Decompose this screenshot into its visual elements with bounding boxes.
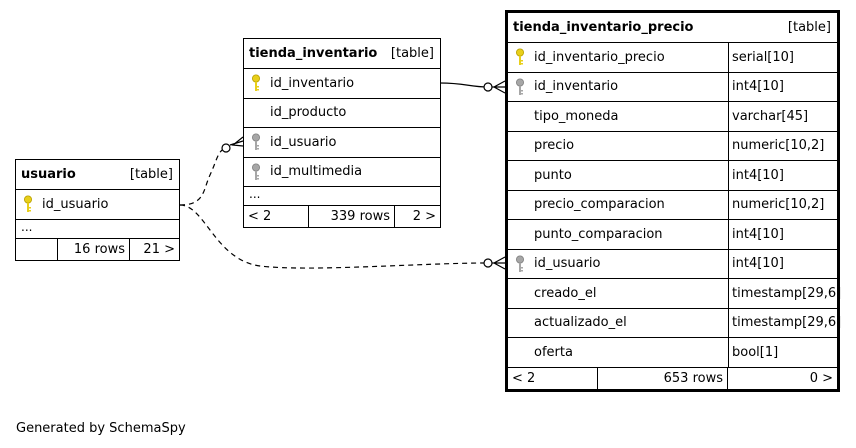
edge-crowfoot-marker: [492, 256, 506, 270]
column-name: id_producto: [270, 105, 347, 121]
table-header[interactable]: tienda_inventario_precio [table]: [508, 13, 837, 42]
column-name: id_usuario: [42, 196, 109, 212]
table-footer: < 2 653 rows 0 >: [508, 366, 837, 389]
column-type: bool[1]: [728, 338, 778, 367]
column-name: id_usuario: [270, 134, 337, 150]
column-row[interactable]: id_inventario_precio serial[10]: [508, 42, 837, 72]
column-type: int4[10]: [728, 72, 784, 101]
primary-key-icon: [516, 48, 524, 66]
column-name: precio: [534, 138, 575, 154]
more-columns-ellipsis: ...: [244, 186, 440, 205]
foreign-key-icon: [516, 255, 524, 272]
table-footer: < 2 339 rows 2 >: [244, 205, 440, 227]
table-title: tienda_inventario: [249, 46, 378, 61]
row-count: 339 rows: [308, 206, 394, 227]
edge-inventario-to-precio: [439, 82, 489, 88]
column-name: punto: [534, 167, 572, 183]
table-kind: [table]: [390, 46, 434, 61]
edge-optional-marker: [483, 82, 493, 92]
column-type: int4[10]: [728, 161, 784, 190]
foreign-key-icon: [252, 163, 260, 180]
table-kind: [table]: [129, 167, 173, 182]
table-header[interactable]: usuario [table]: [16, 160, 179, 189]
column-name: id_inventario_precio: [534, 49, 665, 65]
parents-count[interactable]: < 2: [512, 370, 536, 386]
table-header[interactable]: tienda_inventario [table]: [244, 39, 440, 68]
column-name: id_usuario: [534, 256, 601, 272]
column-row[interactable]: id_multimedia: [244, 156, 440, 187]
edge-optional-marker: [221, 143, 231, 153]
column-row[interactable]: id_usuario: [16, 189, 179, 219]
column-row[interactable]: punto int4[10]: [508, 160, 837, 190]
column-name: tipo_moneda: [534, 108, 619, 124]
column-name: oferta: [534, 344, 573, 360]
edge-usuario-to-inventario: [179, 147, 227, 206]
table-tienda-inventario-precio[interactable]: tienda_inventario_precio [table] id_inve…: [505, 10, 841, 392]
column-name: id_inventario: [534, 79, 619, 95]
table-title: tienda_inventario_precio: [513, 20, 694, 35]
column-type: varchar[45]: [728, 102, 808, 131]
column-row[interactable]: tipo_moneda varchar[45]: [508, 101, 837, 131]
column-type: timestamp[29,6]: [728, 308, 841, 337]
column-name: id_multimedia: [270, 164, 363, 180]
foreign-key-icon: [516, 78, 524, 95]
parents-count[interactable]: < 2: [248, 209, 272, 224]
children-count[interactable]: 0 >: [727, 367, 837, 389]
column-row[interactable]: precio numeric[10,2]: [508, 130, 837, 160]
column-type: int4[10]: [728, 220, 784, 249]
column-type: serial[10]: [728, 43, 794, 72]
edge-optional-marker: [483, 258, 493, 268]
column-row[interactable]: id_usuario int4[10]: [508, 248, 837, 278]
column-type: int4[10]: [728, 249, 784, 278]
edge-crowfoot-marker: [492, 80, 506, 94]
table-footer: 16 rows 21 >: [16, 237, 179, 260]
column-row[interactable]: id_inventario: [244, 68, 440, 98]
table-usuario[interactable]: usuario [table] id_usuario ... 16 rows 2…: [15, 159, 180, 261]
primary-key-icon: [252, 74, 260, 92]
column-row[interactable]: precio_comparacion numeric[10,2]: [508, 189, 837, 219]
column-name: precio_comparacion: [534, 197, 665, 213]
generator-caption: Generated by SchemaSpy: [16, 421, 186, 436]
edge-arrow-marker: [229, 136, 244, 147]
table-tienda-inventario[interactable]: tienda_inventario [table] id_inventario …: [243, 38, 441, 228]
column-name: actualizado_el: [534, 315, 627, 331]
row-count: 653 rows: [597, 367, 727, 389]
edge-usuario-to-precio: [179, 204, 488, 269]
column-row[interactable]: id_producto: [244, 97, 440, 128]
primary-key-icon: [24, 195, 32, 213]
row-count: 16 rows: [57, 238, 129, 260]
column-row[interactable]: id_inventario int4[10]: [508, 71, 837, 101]
table-kind: [table]: [787, 20, 831, 35]
column-type: timestamp[29,6]: [728, 279, 841, 308]
column-type: numeric[10,2]: [728, 190, 824, 219]
column-name: creado_el: [534, 285, 597, 301]
column-name: id_inventario: [270, 75, 355, 91]
column-row[interactable]: creado_el timestamp[29,6]: [508, 278, 841, 308]
column-type: numeric[10,2]: [728, 131, 824, 160]
parents-count[interactable]: [16, 239, 57, 260]
column-row[interactable]: punto_comparacion int4[10]: [508, 219, 837, 249]
column-row[interactable]: id_usuario: [244, 127, 440, 157]
children-count[interactable]: 21 >: [129, 238, 179, 260]
children-count[interactable]: 2 >: [394, 206, 440, 227]
column-name: punto_comparacion: [534, 226, 663, 242]
foreign-key-icon: [252, 133, 260, 151]
column-row[interactable]: oferta bool[1]: [508, 337, 837, 367]
more-columns-ellipsis: ...: [16, 218, 179, 238]
table-title: usuario: [21, 167, 76, 182]
column-row[interactable]: actualizado_el timestamp[29,6]: [508, 307, 841, 337]
